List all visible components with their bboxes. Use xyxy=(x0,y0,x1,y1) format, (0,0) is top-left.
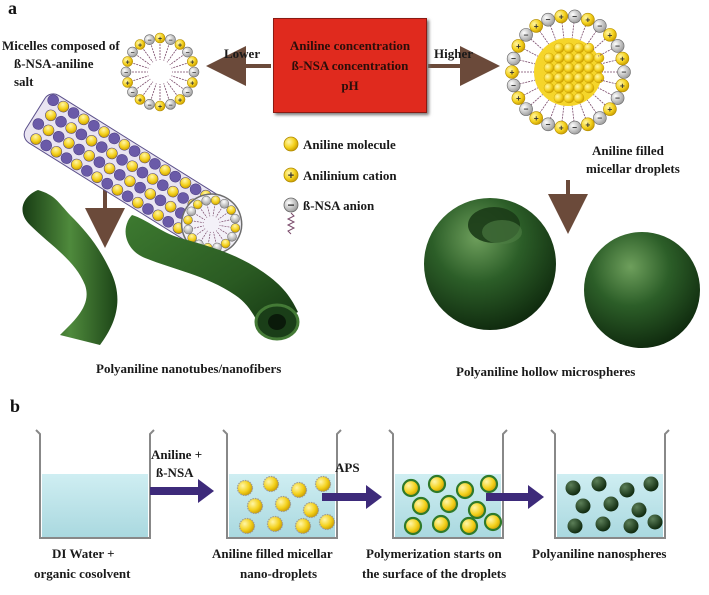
svg-text:−: − xyxy=(185,50,189,57)
svg-text:+: + xyxy=(288,170,294,182)
svg-text:−: − xyxy=(597,113,602,123)
beaker-3 xyxy=(388,429,508,539)
beaker1-label-1: DI Water + xyxy=(52,546,115,561)
microspheres-label: Polyaniline hollow microspheres xyxy=(456,364,636,379)
svg-text:+: + xyxy=(620,54,625,64)
svg-text:−: − xyxy=(147,102,151,109)
process-arrow-2 xyxy=(322,485,382,509)
panel-b-letter: b xyxy=(10,396,21,416)
green-nanotube-right xyxy=(125,215,298,330)
svg-text:+: + xyxy=(178,98,182,105)
svg-text:+: + xyxy=(126,59,130,66)
beaker3-label-2: the surface of the droplets xyxy=(362,566,507,581)
svg-text:+: + xyxy=(510,67,515,77)
svg-text:−: − xyxy=(168,38,172,45)
svg-text:+: + xyxy=(559,11,564,21)
svg-text:−: − xyxy=(130,90,134,97)
svg-text:+: + xyxy=(620,80,625,90)
legend-nsa-tail xyxy=(286,212,296,235)
legend-aniline-icon xyxy=(283,136,299,152)
svg-text:+: + xyxy=(607,104,612,114)
svg-text:+: + xyxy=(585,119,590,129)
svg-text:−: − xyxy=(124,70,128,77)
svg-text:−: − xyxy=(546,119,551,129)
arrow1-label-2: ß-NSA xyxy=(156,465,194,480)
svg-text:+: + xyxy=(534,113,539,123)
svg-text:+: + xyxy=(138,98,142,105)
beaker-2 xyxy=(222,429,342,539)
beaker2-label-2: nano-droplets xyxy=(240,566,318,581)
micelle-tube xyxy=(23,93,243,255)
svg-text:+: + xyxy=(158,36,162,43)
svg-text:−: − xyxy=(130,50,134,57)
svg-text:−: − xyxy=(615,41,620,51)
svg-text:−: − xyxy=(192,70,196,77)
legend-aniline-label: Aniline molecule xyxy=(303,137,396,152)
svg-text:−: − xyxy=(168,102,172,109)
micelles-label-3: salt xyxy=(14,74,34,89)
nanotubes-label: Polyaniline nanotubes/nanofibers xyxy=(96,361,282,376)
micelles-label-2: ß-NSA-aniline xyxy=(14,56,94,71)
svg-text:−: − xyxy=(511,54,516,64)
svg-text:−: − xyxy=(511,80,516,90)
beaker3-label-1: Polymerization starts on xyxy=(366,546,502,561)
hollow-microsphere-1 xyxy=(424,198,556,330)
svg-text:−: − xyxy=(597,21,602,31)
small-micelle: −+−+−+−+−+−+−+−+−+−+ xyxy=(120,32,200,112)
legend-anilinium-label: Anilinium cation xyxy=(303,168,397,183)
beaker-1 xyxy=(35,429,155,539)
svg-text:−: − xyxy=(572,11,577,21)
lower-label: Lower xyxy=(224,46,261,61)
svg-text:−: − xyxy=(622,67,627,77)
svg-text:+: + xyxy=(178,42,182,49)
arrow2-label: APS xyxy=(335,460,360,475)
svg-text:+: + xyxy=(607,30,612,40)
higher-label: Higher xyxy=(434,46,473,61)
svg-text:+: + xyxy=(138,42,142,49)
legend-anilinium-icon xyxy=(283,167,299,183)
beaker-4 xyxy=(550,429,670,539)
svg-text:+: + xyxy=(516,41,521,51)
filled-label-2: micellar droplets xyxy=(586,161,680,176)
legend-nsa-label: ß-NSA anion xyxy=(303,198,375,213)
micelles-label-1: Micelles composed of xyxy=(2,38,120,53)
svg-text:+: + xyxy=(585,15,590,25)
hollow-microsphere-2 xyxy=(584,232,700,348)
svg-text:+: + xyxy=(190,59,194,66)
svg-text:−: − xyxy=(147,38,151,45)
svg-text:−: − xyxy=(546,15,551,25)
svg-text:+: + xyxy=(559,123,564,133)
svg-text:−: − xyxy=(524,30,529,40)
condition-nsa: ß-NSA concentration xyxy=(291,57,409,73)
condition-aniline: Aniline concentration xyxy=(289,37,411,53)
svg-text:+: + xyxy=(534,21,539,31)
panel-a-letter: a xyxy=(8,0,17,18)
svg-text:+: + xyxy=(126,81,130,88)
svg-text:−: − xyxy=(524,104,529,114)
green-nanotube-left xyxy=(22,190,118,345)
svg-text:−: − xyxy=(572,123,577,133)
beaker1-label-2: organic cosolvent xyxy=(34,566,131,581)
beaker2-label-1: Aniline filled micellar xyxy=(212,546,333,561)
svg-text:+: + xyxy=(190,81,194,88)
process-arrow-3 xyxy=(486,485,544,509)
legend-nsa-icon xyxy=(283,197,299,213)
process-arrow-1 xyxy=(150,479,214,503)
svg-text:+: + xyxy=(158,104,162,111)
svg-text:−: − xyxy=(185,90,189,97)
beaker4-label: Polyaniline nanospheres xyxy=(532,546,667,561)
svg-text:+: + xyxy=(516,93,521,103)
condition-ph: pH xyxy=(341,77,359,93)
large-micelle: −+−+−+−+−+−+−+−+−+−+−+−+−+ xyxy=(505,9,631,135)
svg-text:−: − xyxy=(287,198,294,212)
svg-text:−: − xyxy=(615,93,620,103)
arrow1-label-1: Aniline + xyxy=(151,447,203,462)
filled-label-1: Aniline filled xyxy=(592,143,664,158)
conditions-box: Aniline concentration ß-NSA concentratio… xyxy=(273,18,427,113)
